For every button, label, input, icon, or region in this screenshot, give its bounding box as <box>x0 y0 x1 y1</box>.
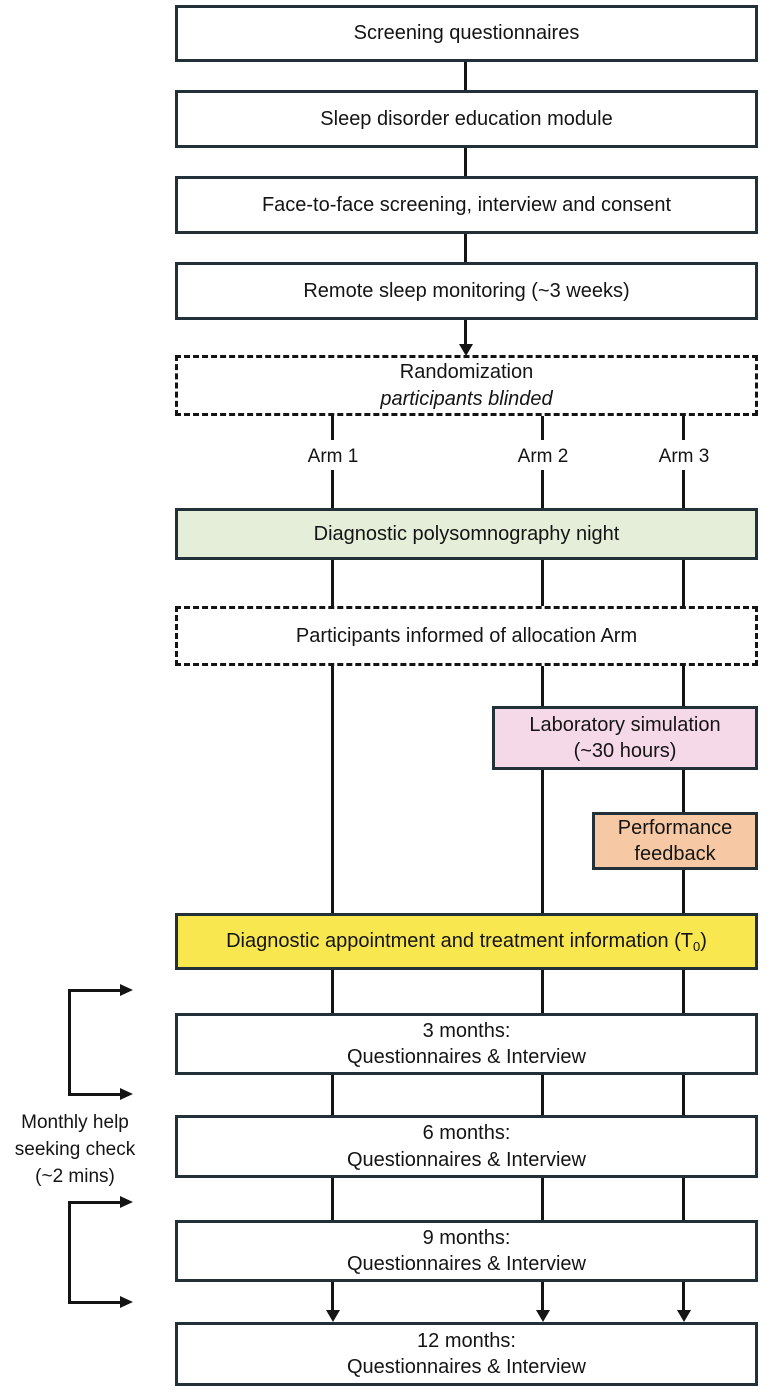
connector-line <box>682 1071 685 1117</box>
connector-line <box>331 1071 334 1117</box>
randomization-title: Randomization <box>399 361 534 384</box>
arrow-down-icon <box>459 344 473 356</box>
arrow-right-icon <box>120 1296 133 1308</box>
monthly-check-line2: seeking check <box>14 1138 136 1160</box>
connector-line <box>682 768 685 814</box>
connector-line <box>331 1280 334 1312</box>
box-performance-feedback: Performance feedback <box>592 812 758 870</box>
connector-line <box>682 558 685 608</box>
box-label: Diagnostic appointment and treatment inf… <box>226 928 707 955</box>
followup-detail: Questionnaires & Interview <box>346 1356 586 1378</box>
box-label: Screening questionnaires <box>353 22 580 45</box>
box-label: Sleep disorder education module <box>320 107 613 130</box>
monthly-check-line1: Monthly help <box>21 1112 129 1133</box>
box-label: Participants informed of allocation Arm <box>295 624 638 647</box>
bracket-line <box>68 1201 71 1304</box>
connector-line <box>541 768 544 915</box>
bracket-line <box>68 989 71 1096</box>
box-remote-sleep-monitoring: Remote sleep monitoring (~3 weeks) <box>175 262 758 320</box>
followup-title: 6 months: <box>422 1122 511 1145</box>
arrow-right-icon <box>120 984 133 996</box>
arrow-down-icon <box>326 1310 340 1322</box>
t0-text: Diagnostic appointment and treatment inf… <box>226 929 693 952</box>
box-label: Face-to-face screening, interview and co… <box>261 193 672 216</box>
box-allocation-informed: Participants informed of allocation Arm <box>175 606 758 666</box>
arrow-right-icon <box>120 1196 133 1208</box>
box-label-line2: feedback <box>634 843 716 865</box>
connector-line <box>464 62 467 90</box>
connector-line <box>331 470 334 510</box>
box-face-to-face-screening: Face-to-face screening, interview and co… <box>175 176 758 234</box>
connector-line <box>541 1176 544 1222</box>
connector-line <box>682 968 685 1015</box>
connector-line <box>682 664 685 708</box>
connector-line <box>682 868 685 915</box>
connector-line <box>682 470 685 510</box>
followup-title: 9 months: <box>422 1226 511 1249</box>
connector-line <box>464 234 467 262</box>
box-followup-9-months: 9 months: Questionnaires & Interview <box>175 1220 758 1282</box>
arrow-right-icon <box>120 1088 133 1100</box>
bracket-line <box>69 1301 122 1304</box>
box-randomization: Randomization participants blinded <box>175 355 758 416</box>
connector-line <box>331 1176 334 1222</box>
arm-2-label: Arm 2 <box>517 446 569 467</box>
followup-detail: Questionnaires & Interview <box>346 1046 586 1068</box>
connector-line <box>541 558 544 608</box>
arm-3-label: Arm 3 <box>658 446 710 467</box>
connector-line <box>331 415 334 440</box>
box-t0-appointment: Diagnostic appointment and treatment inf… <box>175 913 758 970</box>
followup-title: 12 months: <box>417 1329 516 1352</box>
connector-line <box>331 664 334 915</box>
t0-subscript: 0 <box>693 938 701 954</box>
followup-detail: Questionnaires & Interview <box>346 1148 586 1171</box>
connector-line <box>464 318 467 346</box>
connector-line <box>541 470 544 510</box>
bracket-line <box>69 989 122 992</box>
box-label-line2: (~30 hours) <box>573 740 677 762</box>
box-diagnostic-psg-night: Diagnostic polysomnography night <box>175 508 758 560</box>
bracket-line <box>69 1201 122 1204</box>
box-label-line1: Laboratory simulation <box>529 713 721 736</box>
box-label: Remote sleep monitoring (~3 weeks) <box>303 279 630 302</box>
connector-line <box>331 558 334 608</box>
monthly-check-label: Monthly help seeking check (~2 mins) <box>0 1110 150 1191</box>
connector-line <box>331 968 334 1015</box>
arm-1-label: Arm 1 <box>307 446 359 467</box>
box-label-line1: Performance <box>617 816 733 839</box>
connector-line <box>541 1071 544 1117</box>
box-laboratory-simulation: Laboratory simulation (~30 hours) <box>492 706 758 770</box>
followup-detail: Questionnaires & Interview <box>346 1253 586 1275</box>
monthly-check-line3: (~2 mins) <box>35 1165 115 1187</box>
connector-line <box>682 1280 685 1312</box>
bracket-line <box>69 1093 122 1096</box>
connector-line <box>541 664 544 708</box>
followup-title: 3 months: <box>422 1019 511 1042</box>
connector-line <box>464 148 467 176</box>
box-followup-6-months: 6 months: Questionnaires & Interview <box>175 1115 758 1178</box>
connector-line <box>541 1280 544 1312</box>
box-followup-3-months: 3 months: Questionnaires & Interview <box>175 1013 758 1075</box>
t0-text-close: ) <box>700 929 707 952</box>
connector-line <box>682 1176 685 1222</box>
connector-line <box>541 415 544 440</box>
connector-line <box>541 968 544 1015</box>
arrow-down-icon <box>536 1310 550 1322</box>
arrow-down-icon <box>677 1310 691 1322</box>
box-education-module: Sleep disorder education module <box>175 90 758 148</box>
randomization-note: participants blinded <box>380 387 553 410</box>
connector-line <box>682 415 685 440</box>
box-screening-questionnaires: Screening questionnaires <box>175 5 758 62</box>
box-label: Diagnostic polysomnography night <box>313 522 620 545</box>
box-followup-12-months: 12 months: Questionnaires & Interview <box>175 1322 758 1386</box>
